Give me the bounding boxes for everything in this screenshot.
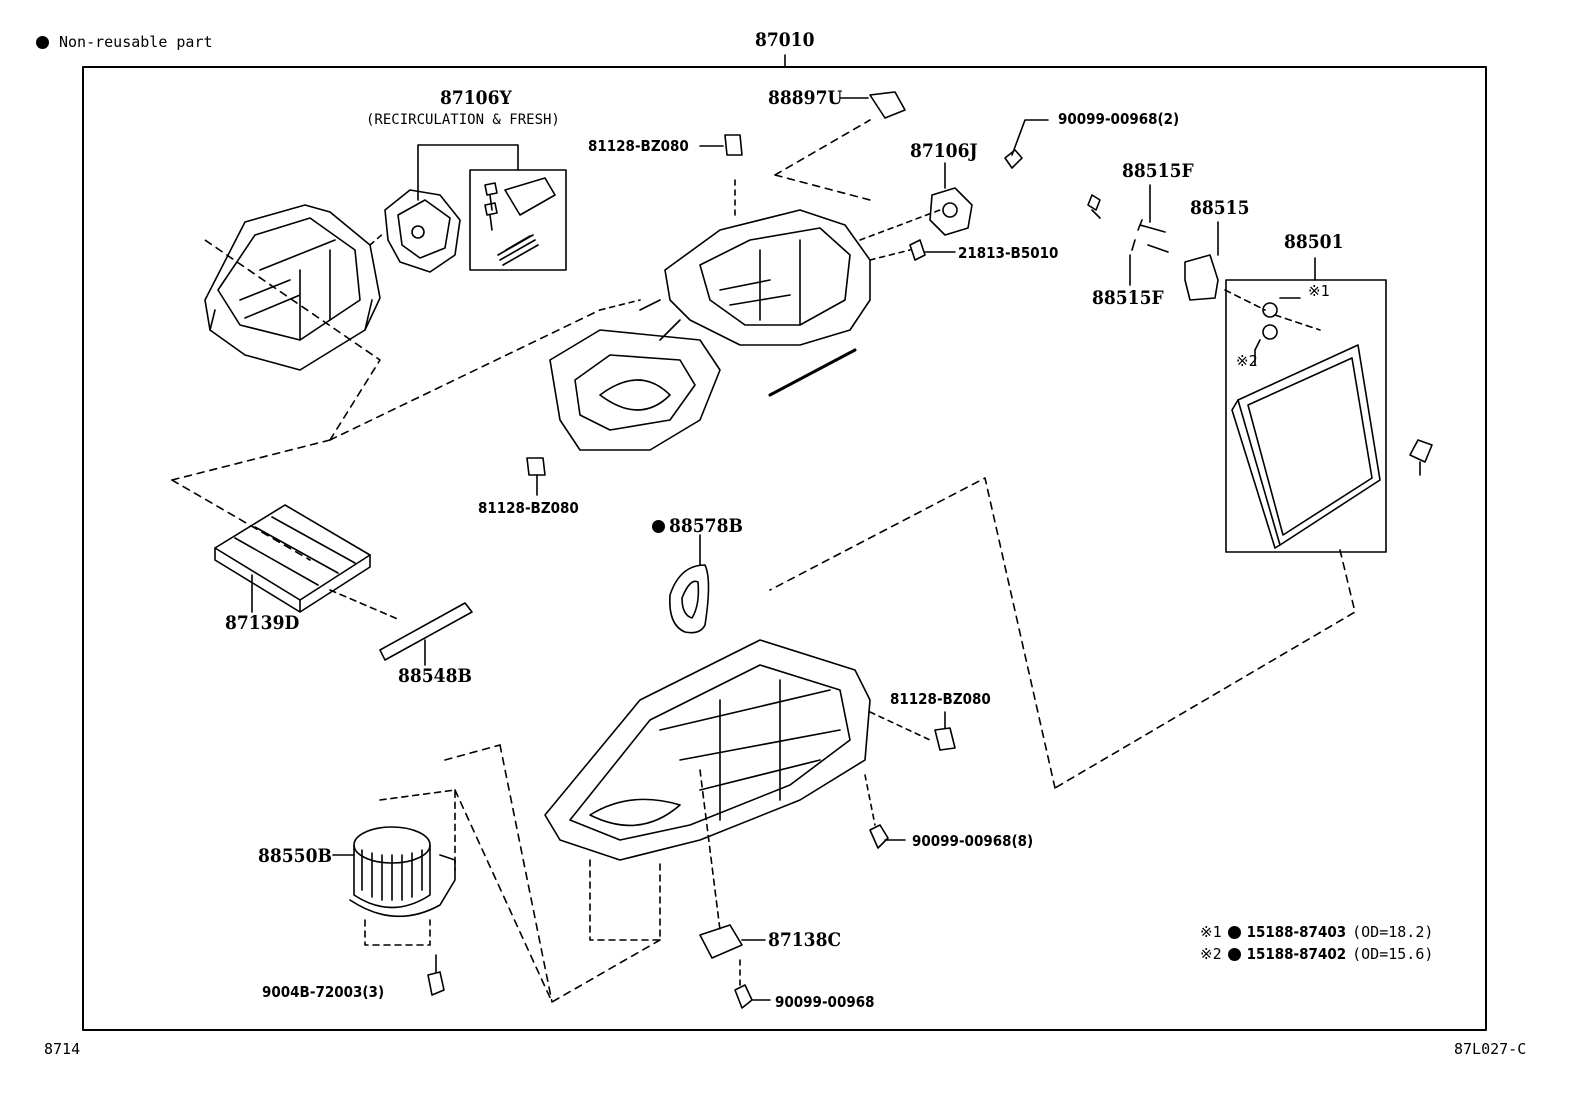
label-88897u: 88897U [768,87,843,109]
legend-text: Non-reusable part [59,33,213,51]
footer-left: 8714 [44,1040,81,1058]
label-90099-2: 90099-00968(2) [1058,110,1180,128]
note-2-mark: ※2 [1200,945,1222,963]
label-87139d: 87139D [225,612,300,634]
mark-1: ※1 [1308,282,1330,300]
evaporator-88501-drawing [1231,344,1381,549]
air-filter-87139d-drawing [214,504,371,613]
label-88548b: 88548B [398,665,472,687]
assembly-label: 87010 [755,29,815,51]
note-1-mark: ※1 [1200,923,1222,941]
label-81128-right: 81128-BZ080 [890,690,991,708]
non-reusable-dot-icon [1227,947,1241,961]
upper-case-left-drawing [204,204,381,371]
label-81128-top: 81128-BZ080 [588,137,689,155]
label-9004b: 9004B-72003(3) [262,983,385,1001]
label-88501: 88501 [1284,231,1344,253]
label-87106y-note: (RECIRCULATION & FRESH) [366,112,560,128]
upper-main-case-drawing [549,209,871,451]
non-reusable-dot-icon [652,519,665,533]
label-88550b: 88550B [258,845,332,867]
note-1-part: 15188-87403 [1246,923,1347,941]
legend: Non-reusable part [36,33,213,51]
label-88515: 88515 [1190,197,1250,219]
label-88515f-bottom: 88515F [1092,287,1164,309]
label-88578b-group: 88578B [652,515,743,537]
footer-right: 87L027-C [1454,1040,1527,1058]
non-reusable-dot-icon [1227,925,1241,939]
note-2: ※2 15188-87402 (OD=15.6) [1200,945,1433,963]
note-2-spec: (OD=15.6) [1352,945,1434,963]
servo-motor-87106y-drawing [384,189,461,273]
note-2-part: 15188-87402 [1246,945,1347,963]
label-90099-8: 90099-00968(8) [912,832,1034,850]
lower-main-case-drawing [544,639,871,861]
label-88578b: 88578B [669,515,743,537]
note-1: ※1 15188-87403 (OD=18.2) [1200,923,1433,941]
label-21813: 21813-B5010 [958,244,1059,262]
label-90099-1: 90099-00968 [775,993,875,1011]
blower-motor-88550b-drawing [349,826,456,918]
label-87106y: 87106Y [440,87,512,109]
label-87106j: 87106J [910,140,978,162]
mark-2: ※2 [1236,352,1258,370]
label-87138c: 87138C [768,929,842,951]
non-reusable-dot-icon [36,35,49,49]
label-88515f-top: 88515F [1122,160,1194,182]
note-1-spec: (OD=18.2) [1352,923,1434,941]
label-81128-mid: 81128-BZ080 [478,499,579,517]
